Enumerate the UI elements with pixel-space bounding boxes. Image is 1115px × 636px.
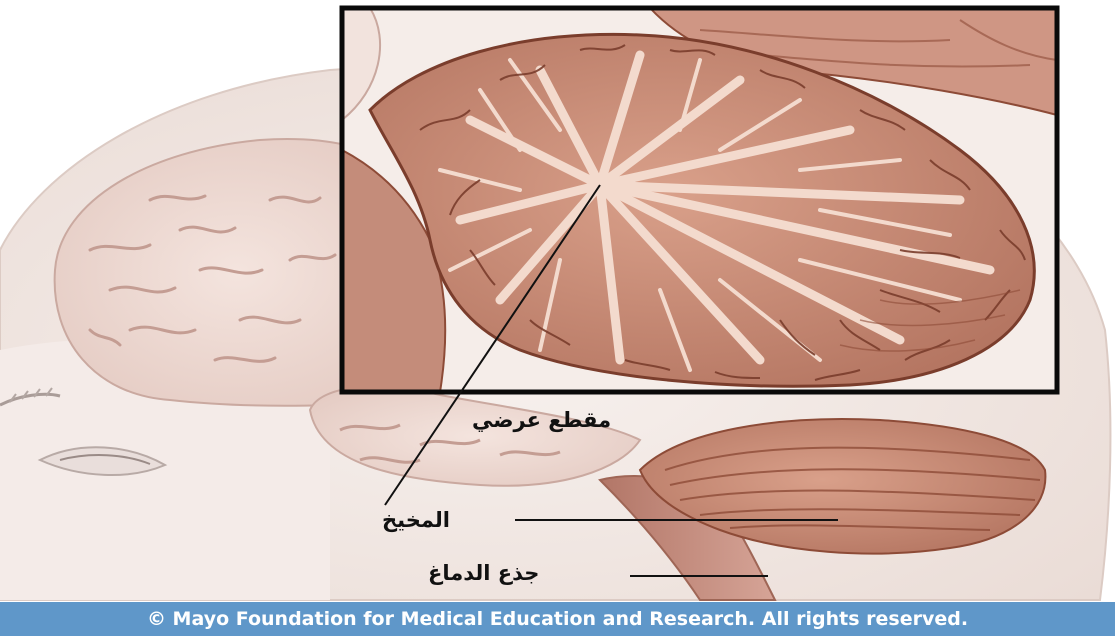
copyright-footer: © Mayo Foundation for Medical Education … [0, 602, 1115, 636]
cross-section-label: مقطع عرضي [472, 408, 611, 432]
cerebellum-label: المخيخ [382, 508, 450, 532]
cross-section-inset [342, 8, 1057, 392]
brainstem-label: جذع الدماغ [428, 561, 539, 585]
